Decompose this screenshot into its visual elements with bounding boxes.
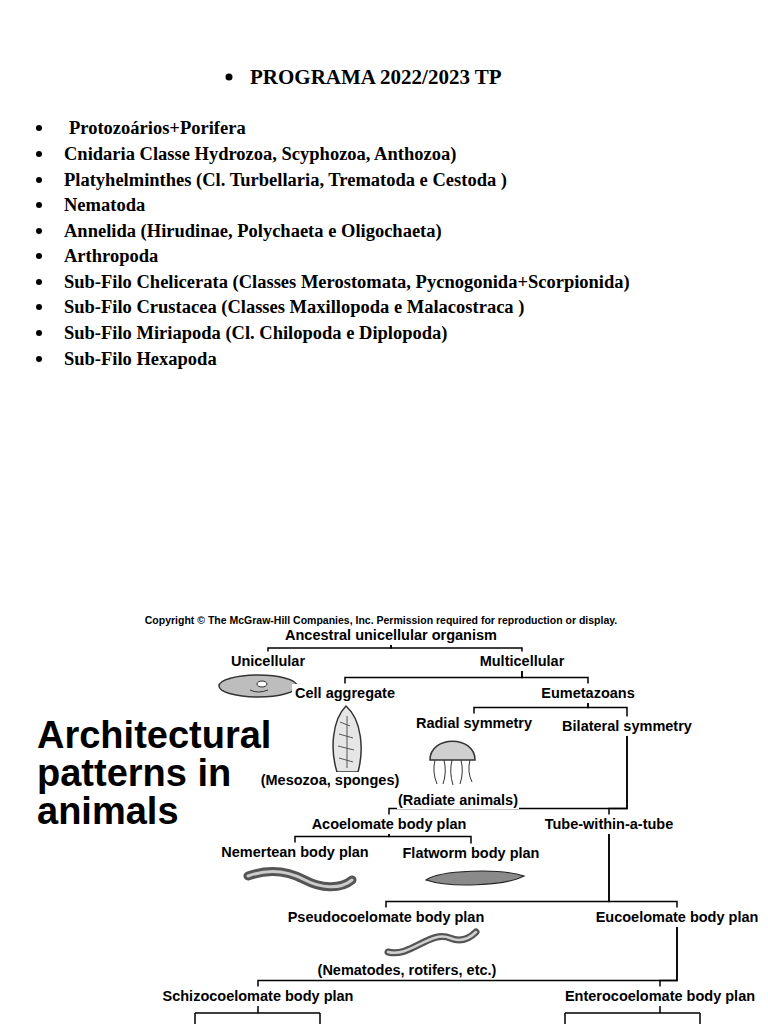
tree-branch [660, 927, 677, 987]
list-item: Sub-Filo Crustacea (Classes Maxillopoda … [64, 296, 524, 318]
tree-node: Bilateral symmetry [559, 717, 695, 736]
tree-branch [345, 671, 522, 684]
node-label: Bilateral symmetry [562, 718, 692, 734]
group-caption: (Radiate animals) [397, 792, 519, 809]
tree-node: Unicellular [228, 652, 308, 671]
list-item: Sub-Filo Hexapoda [64, 348, 217, 370]
node-label: Pseudocoelomate body plan [288, 909, 485, 925]
list-item: Protozoários+Porifera [69, 117, 246, 139]
tree-branch [295, 834, 389, 843]
tree-node: Flatworm body plan [400, 844, 543, 863]
tree-node: Ancestral unicellular organism [282, 626, 500, 645]
tree-node: Tube-within-a-tube [542, 815, 677, 834]
tree-branch [522, 671, 588, 684]
tree-node: Schizocoelomate body plan [160, 987, 357, 1006]
list-item: Sub-Filo Chelicerata (Classes Merostomat… [64, 271, 630, 293]
tree-branch [588, 703, 627, 717]
tree-node: Eumetazoans [538, 684, 637, 703]
list-item: Annelida (Hirudinae, Polychaeta e Oligoc… [64, 220, 442, 242]
document-title: PROGRAMA 2022/2023 TP [250, 65, 502, 89]
tree-node: Nemertean body plan [218, 843, 371, 862]
node-label: Multicellular [480, 653, 565, 669]
paramecium [219, 675, 297, 697]
node-label: Enterocoelomate body plan [565, 988, 755, 1004]
node-label: Cell aggregate [295, 685, 395, 701]
tree-node: Cell aggregate [292, 684, 398, 703]
group-caption: (Mesozoa, sponges) [260, 772, 401, 789]
tree-node: Enterocoelomate body plan [562, 987, 758, 1006]
tree-branch [391, 645, 522, 652]
sponge [333, 706, 361, 772]
tree-branch [389, 736, 627, 815]
node-label: Schizocoelomate body plan [163, 988, 354, 1004]
node-label: Tube-within-a-tube [545, 816, 674, 832]
flatworm [426, 871, 524, 885]
nemertean-worm [248, 872, 352, 887]
tree-node: Acoelomate body plan [309, 815, 470, 834]
tree-branch [609, 834, 677, 908]
bullets [36, 74, 233, 363]
node-label: Nemertean body plan [221, 844, 368, 860]
node-label: Ancestral unicellular organism [285, 627, 497, 643]
list-item: Arthropoda [64, 245, 158, 267]
tree-branch [389, 834, 471, 844]
tree-branch [258, 927, 677, 987]
branch-lines [195, 1005, 700, 1024]
tree-branch [474, 703, 588, 714]
node-label: Eucoelomate body plan [596, 909, 759, 925]
node-label: Acoelomate body plan [312, 816, 467, 832]
tree-node: Multicellular [477, 652, 568, 671]
list-item: Sub-Filo Miriapoda (Cl. Chilopoda e Dipl… [64, 322, 447, 344]
list-item: Nematoda [64, 194, 145, 216]
list-item: Platyhelminthes (Cl. Turbellaria, Tremat… [64, 169, 507, 191]
tree-node: Radial symmetry [413, 714, 535, 733]
tree-branch [268, 645, 391, 652]
jellyfish [430, 741, 475, 785]
node-label: Unicellular [231, 653, 305, 669]
group-caption: (Nematodes, rotifers, etc.) [317, 962, 498, 979]
nematode [388, 932, 476, 953]
tree-branch [386, 834, 609, 908]
tree-node: Eucoelomate body plan [593, 908, 762, 927]
node-label: Radial symmetry [416, 715, 532, 731]
tree-branch [609, 736, 627, 815]
tree-node: Pseudocoelomate body plan [285, 908, 488, 927]
list-item: Cnidaria Classe Hydrozoa, Scyphozoa, Ant… [64, 143, 456, 165]
node-label: Flatworm body plan [403, 845, 540, 861]
node-label: Eumetazoans [541, 685, 634, 701]
